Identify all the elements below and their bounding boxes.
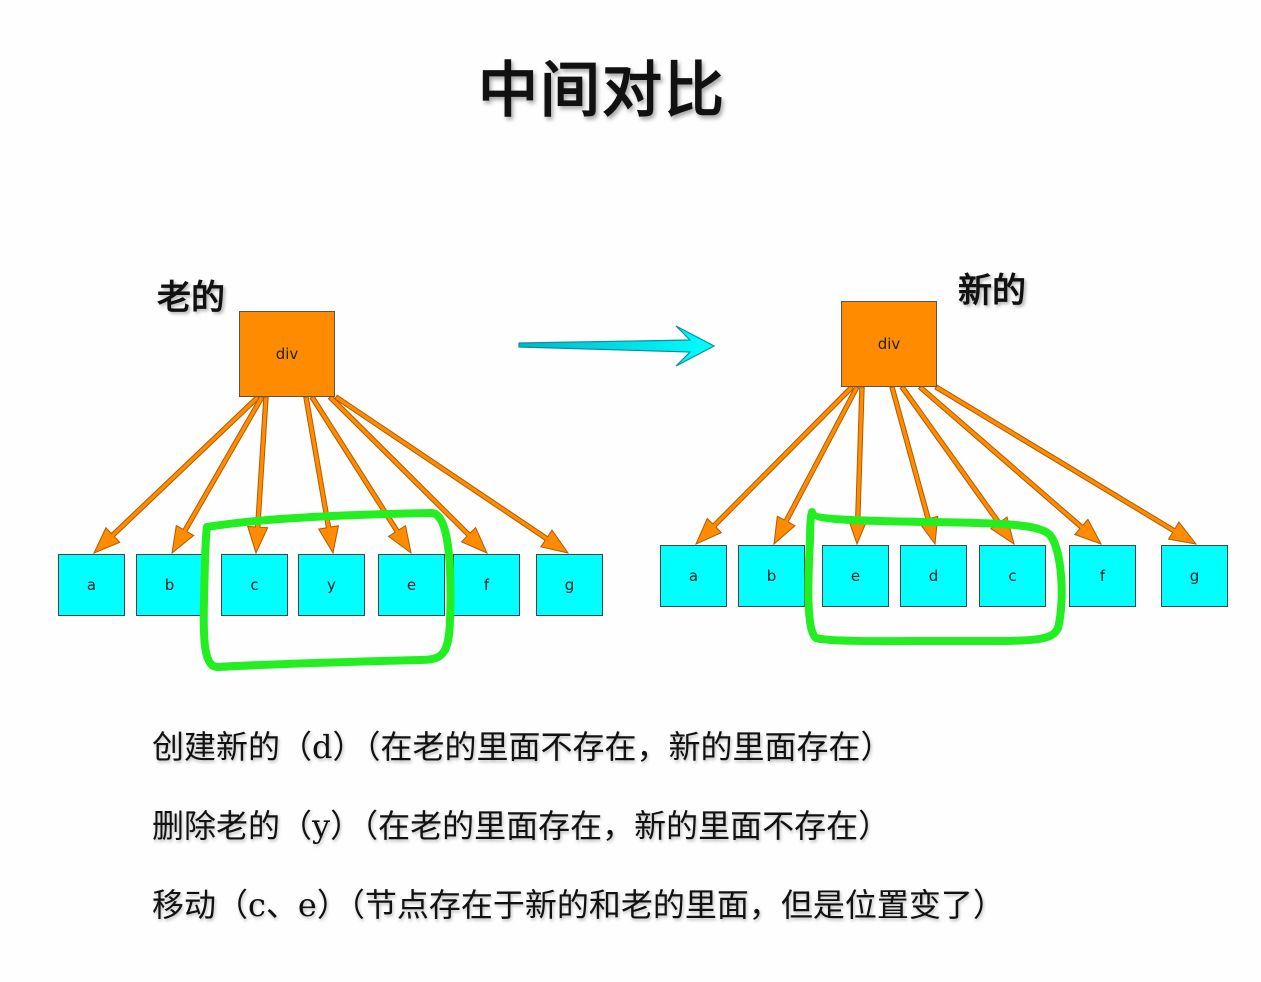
new-child-node: b — [738, 545, 805, 607]
note-create: 创建新的（d）（在老的里面不存在，新的里面存在） — [152, 728, 893, 766]
old-child-node: e — [378, 554, 445, 616]
edge-arrow — [934, 384, 1198, 545]
edge-arrow — [303, 396, 340, 555]
old-child-node: b — [136, 554, 203, 616]
note-move: 移动（c、e）（节点存在于新的和老的里面，但是位置变了） — [152, 886, 1005, 924]
new-moved-highlight — [804, 508, 1066, 646]
transition-arrow-icon — [518, 325, 716, 367]
slide-title: 中间对比 — [478, 56, 726, 126]
new-child-node: g — [1161, 545, 1228, 607]
new-child-node: c — [979, 545, 1046, 607]
edge-arrow — [917, 384, 1103, 545]
old-moved-highlight — [199, 509, 455, 671]
edge-arrow — [773, 385, 860, 546]
old-child-node: a — [58, 554, 125, 616]
old-child-node: c — [221, 554, 288, 616]
old-tree-edges — [92, 394, 570, 555]
new-child-node: a — [660, 545, 727, 607]
note-delete: 删除老的（y）（在老的里面存在，新的里面不存在） — [152, 807, 891, 845]
old-tree-label: 老的 — [157, 278, 225, 318]
new-child-node: f — [1069, 545, 1136, 607]
new-tree-edges — [695, 384, 1198, 546]
edge-arrow — [92, 394, 261, 554]
new-tree-label: 新的 — [958, 271, 1026, 311]
new-child-node: e — [822, 545, 889, 607]
new-child-node: d — [900, 545, 967, 607]
old-child-node: y — [298, 554, 365, 616]
edge-arrow — [171, 395, 265, 555]
old-child-node: f — [453, 554, 520, 616]
edge-arrow — [334, 394, 570, 554]
edge-arrow — [327, 394, 488, 554]
old-root-node: div — [239, 311, 335, 397]
edge-arrow — [695, 384, 855, 545]
old-child-node: g — [536, 554, 603, 616]
new-root-node: div — [841, 301, 937, 387]
edge-arrow — [247, 396, 269, 555]
